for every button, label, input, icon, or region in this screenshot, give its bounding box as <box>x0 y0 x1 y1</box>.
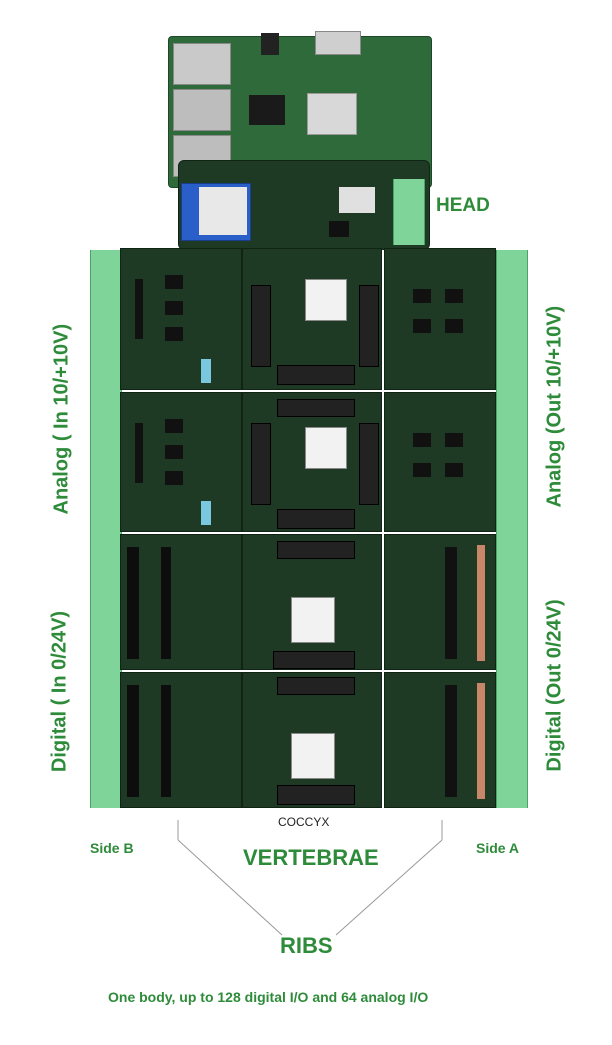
side-a-label: Side A <box>476 840 520 856</box>
ic-strip <box>135 423 143 483</box>
bluetooth-shield <box>199 187 247 235</box>
ic <box>413 433 431 447</box>
usb-port-middle <box>173 89 231 131</box>
head-terminal-block <box>393 179 425 245</box>
hdmi-port <box>315 31 361 55</box>
analog-in-label: Analog ( In 10/+10V) <box>50 323 73 515</box>
connector <box>277 785 355 805</box>
mcu-module <box>305 279 347 321</box>
coccyx-label: COCCYX <box>278 815 330 829</box>
rib-digital-out-2 <box>384 672 496 808</box>
head-hat-board <box>178 160 430 250</box>
ic <box>445 289 463 303</box>
rib-digital-in-1 <box>120 534 242 670</box>
opto-column <box>161 547 171 659</box>
opto-column <box>127 547 139 659</box>
opto-column <box>127 685 139 797</box>
ram-chip <box>249 95 285 125</box>
rib-analog-out-2 <box>384 392 496 532</box>
ic <box>165 445 183 459</box>
vertebra-1 <box>242 248 382 390</box>
connector <box>359 285 379 367</box>
rib-digital-out-1 <box>384 534 496 670</box>
connector <box>359 423 379 505</box>
caption: One body, up to 128 digital I/O and 64 a… <box>108 989 429 1005</box>
led-column <box>477 545 485 661</box>
rib-analog-in-2 <box>120 392 242 532</box>
potentiometer <box>201 501 211 525</box>
connector <box>277 677 355 695</box>
audio-jack <box>261 33 279 55</box>
ribs-label: RIBS <box>280 933 333 958</box>
ic <box>165 275 183 289</box>
vertebrae-label: VERTEBRAE <box>243 845 379 870</box>
digital-in-label: Digital ( In 0/24V) <box>48 610 71 773</box>
vertebra-2 <box>242 392 382 532</box>
led-column <box>477 683 485 799</box>
side-a-terminals <box>496 250 528 808</box>
connector <box>277 365 355 385</box>
mcu-module <box>291 597 335 643</box>
head-led-grid <box>339 187 375 213</box>
mcu-module <box>291 733 335 779</box>
vertebra-3 <box>242 534 382 670</box>
rib-analog-in-1 <box>120 248 242 390</box>
rib-digital-in-2 <box>120 672 242 808</box>
ic <box>445 463 463 477</box>
opto-column <box>161 685 171 797</box>
connector <box>277 399 355 417</box>
ic <box>445 433 463 447</box>
ic <box>413 289 431 303</box>
connector <box>251 423 271 505</box>
soc-chip <box>307 93 357 135</box>
ic <box>413 319 431 333</box>
side-b-label: Side B <box>90 840 134 856</box>
digital-out-label: Digital (Out 0/24V) <box>543 599 566 772</box>
head-ic <box>329 221 349 237</box>
connector <box>277 509 355 529</box>
connector <box>251 285 271 367</box>
ic <box>413 463 431 477</box>
rib-analog-out-1 <box>384 248 496 390</box>
ic <box>165 471 183 485</box>
usb-port-top <box>173 43 231 85</box>
connector <box>277 541 355 559</box>
driver-column <box>445 547 457 659</box>
connector <box>273 651 355 669</box>
ic <box>165 419 183 433</box>
head-label: HEAD <box>436 195 490 216</box>
analog-out-label: Analog (Out 10/+10V) <box>543 305 566 508</box>
ic-strip <box>135 279 143 339</box>
mcu-module <box>305 427 347 469</box>
potentiometer <box>201 359 211 383</box>
vertebra-4 <box>242 672 382 808</box>
side-b-terminals <box>90 250 122 808</box>
ic <box>445 319 463 333</box>
body-stack <box>88 248 528 810</box>
ic <box>165 327 183 341</box>
ic <box>165 301 183 315</box>
driver-column <box>445 685 457 797</box>
